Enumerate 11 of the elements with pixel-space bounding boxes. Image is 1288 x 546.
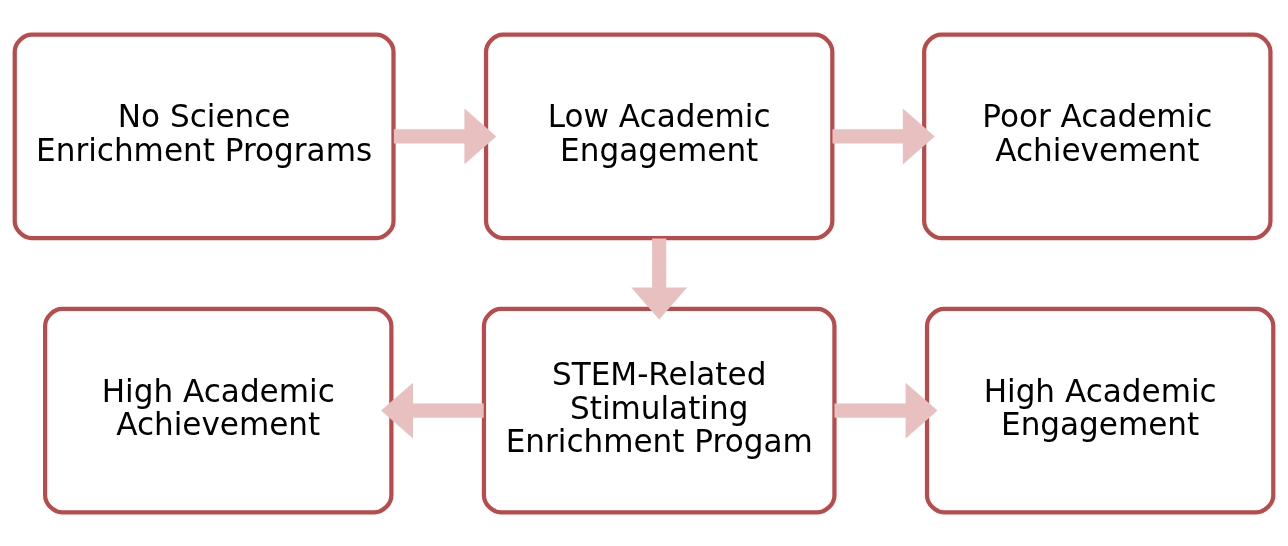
arrow: [834, 382, 938, 439]
node-box: No Science Enrichment Programs: [12, 32, 396, 240]
arrow: [393, 107, 497, 164]
node-box: Poor Academic Achievement: [922, 32, 1273, 240]
node-box: High Academic Engagement: [924, 306, 1276, 514]
arrow: [631, 238, 688, 319]
node-box: STEM-Related Stimulating Enrichment Progam: [481, 306, 837, 514]
node-box: High Academic Achievement: [43, 306, 394, 514]
arrow: [832, 107, 935, 164]
node-box: Low Academic Engagement: [483, 32, 835, 240]
arrow: [381, 382, 484, 439]
